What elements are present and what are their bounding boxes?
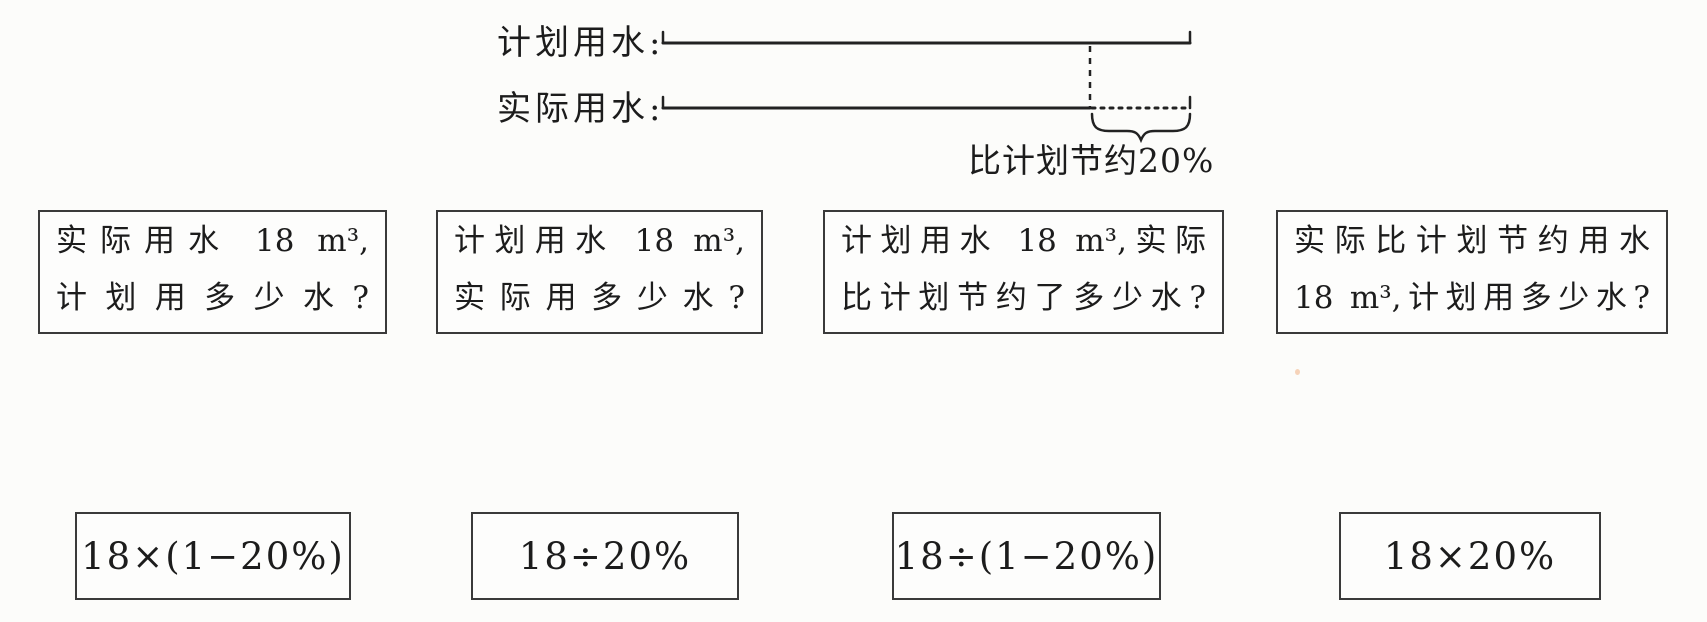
expression-text: 18÷(1−20%) [894, 534, 1159, 578]
expression-text: 18÷20% [518, 534, 692, 578]
planned-water-label: 计划用水: [497, 23, 665, 63]
expression-text: 18×(1−20%) [81, 534, 345, 578]
problem-card-line: 实际用水 18 m³, [56, 223, 369, 259]
actual-bar-line [661, 95, 1092, 110]
problem-card-1: 实际用水 18 m³, 计划用多少水? [38, 210, 387, 334]
problem-card-3: 计划用水 18 m³,实际 比计划节约了多少水? [823, 210, 1224, 334]
expression-card-1: 18×(1−20%) [75, 512, 351, 600]
problem-card-line: 计划用水 18 m³, [454, 223, 745, 259]
problem-card-line: 实际用多少水? [454, 280, 745, 317]
problem-card-line: 实际比计划节约用水 [1294, 223, 1650, 259]
expression-card-4: 18×20% [1339, 512, 1601, 600]
problem-card-2: 计划用水 18 m³, 实际用多少水? [436, 210, 763, 334]
problem-card-line: 计划用水 18 m³,实际 [841, 223, 1206, 259]
saved-segment-dotted-line [1090, 95, 1192, 110]
expression-text: 18×20% [1383, 534, 1557, 578]
planned-bar-line [661, 30, 1192, 45]
savings-brace-label: 比计划节约20% [968, 141, 1215, 180]
problem-card-line: 比计划节约了多少水? [841, 280, 1206, 317]
expression-card-2: 18÷20% [471, 512, 739, 600]
actual-water-label: 实际用水: [497, 89, 665, 129]
bar-diagram [661, 30, 1192, 144]
expression-card-3: 18÷(1−20%) [892, 512, 1161, 600]
problem-card-line: 18 m³,计划用多少水? [1294, 280, 1650, 317]
problem-card-line: 计划用多少水? [56, 280, 369, 317]
scan-artifact-dot [1295, 369, 1300, 375]
problem-card-4: 实际比计划节约用水 18 m³,计划用多少水? [1276, 210, 1668, 334]
underbrace [1090, 112, 1192, 144]
